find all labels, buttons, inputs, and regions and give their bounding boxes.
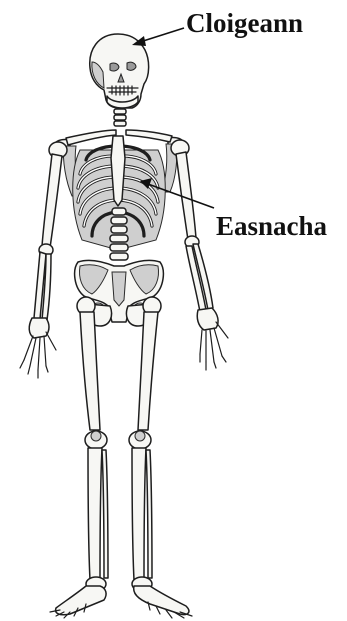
right-leg — [129, 297, 192, 618]
left-arm — [20, 142, 67, 378]
skeleton — [20, 28, 228, 618]
skull-label: Cloigeann — [186, 10, 303, 37]
neck-vertebrae — [114, 109, 126, 126]
ribs-label: Easnacha — [216, 213, 327, 240]
skull-pointer-line — [140, 28, 184, 42]
left-leg — [50, 297, 108, 618]
right-arm — [171, 140, 228, 370]
